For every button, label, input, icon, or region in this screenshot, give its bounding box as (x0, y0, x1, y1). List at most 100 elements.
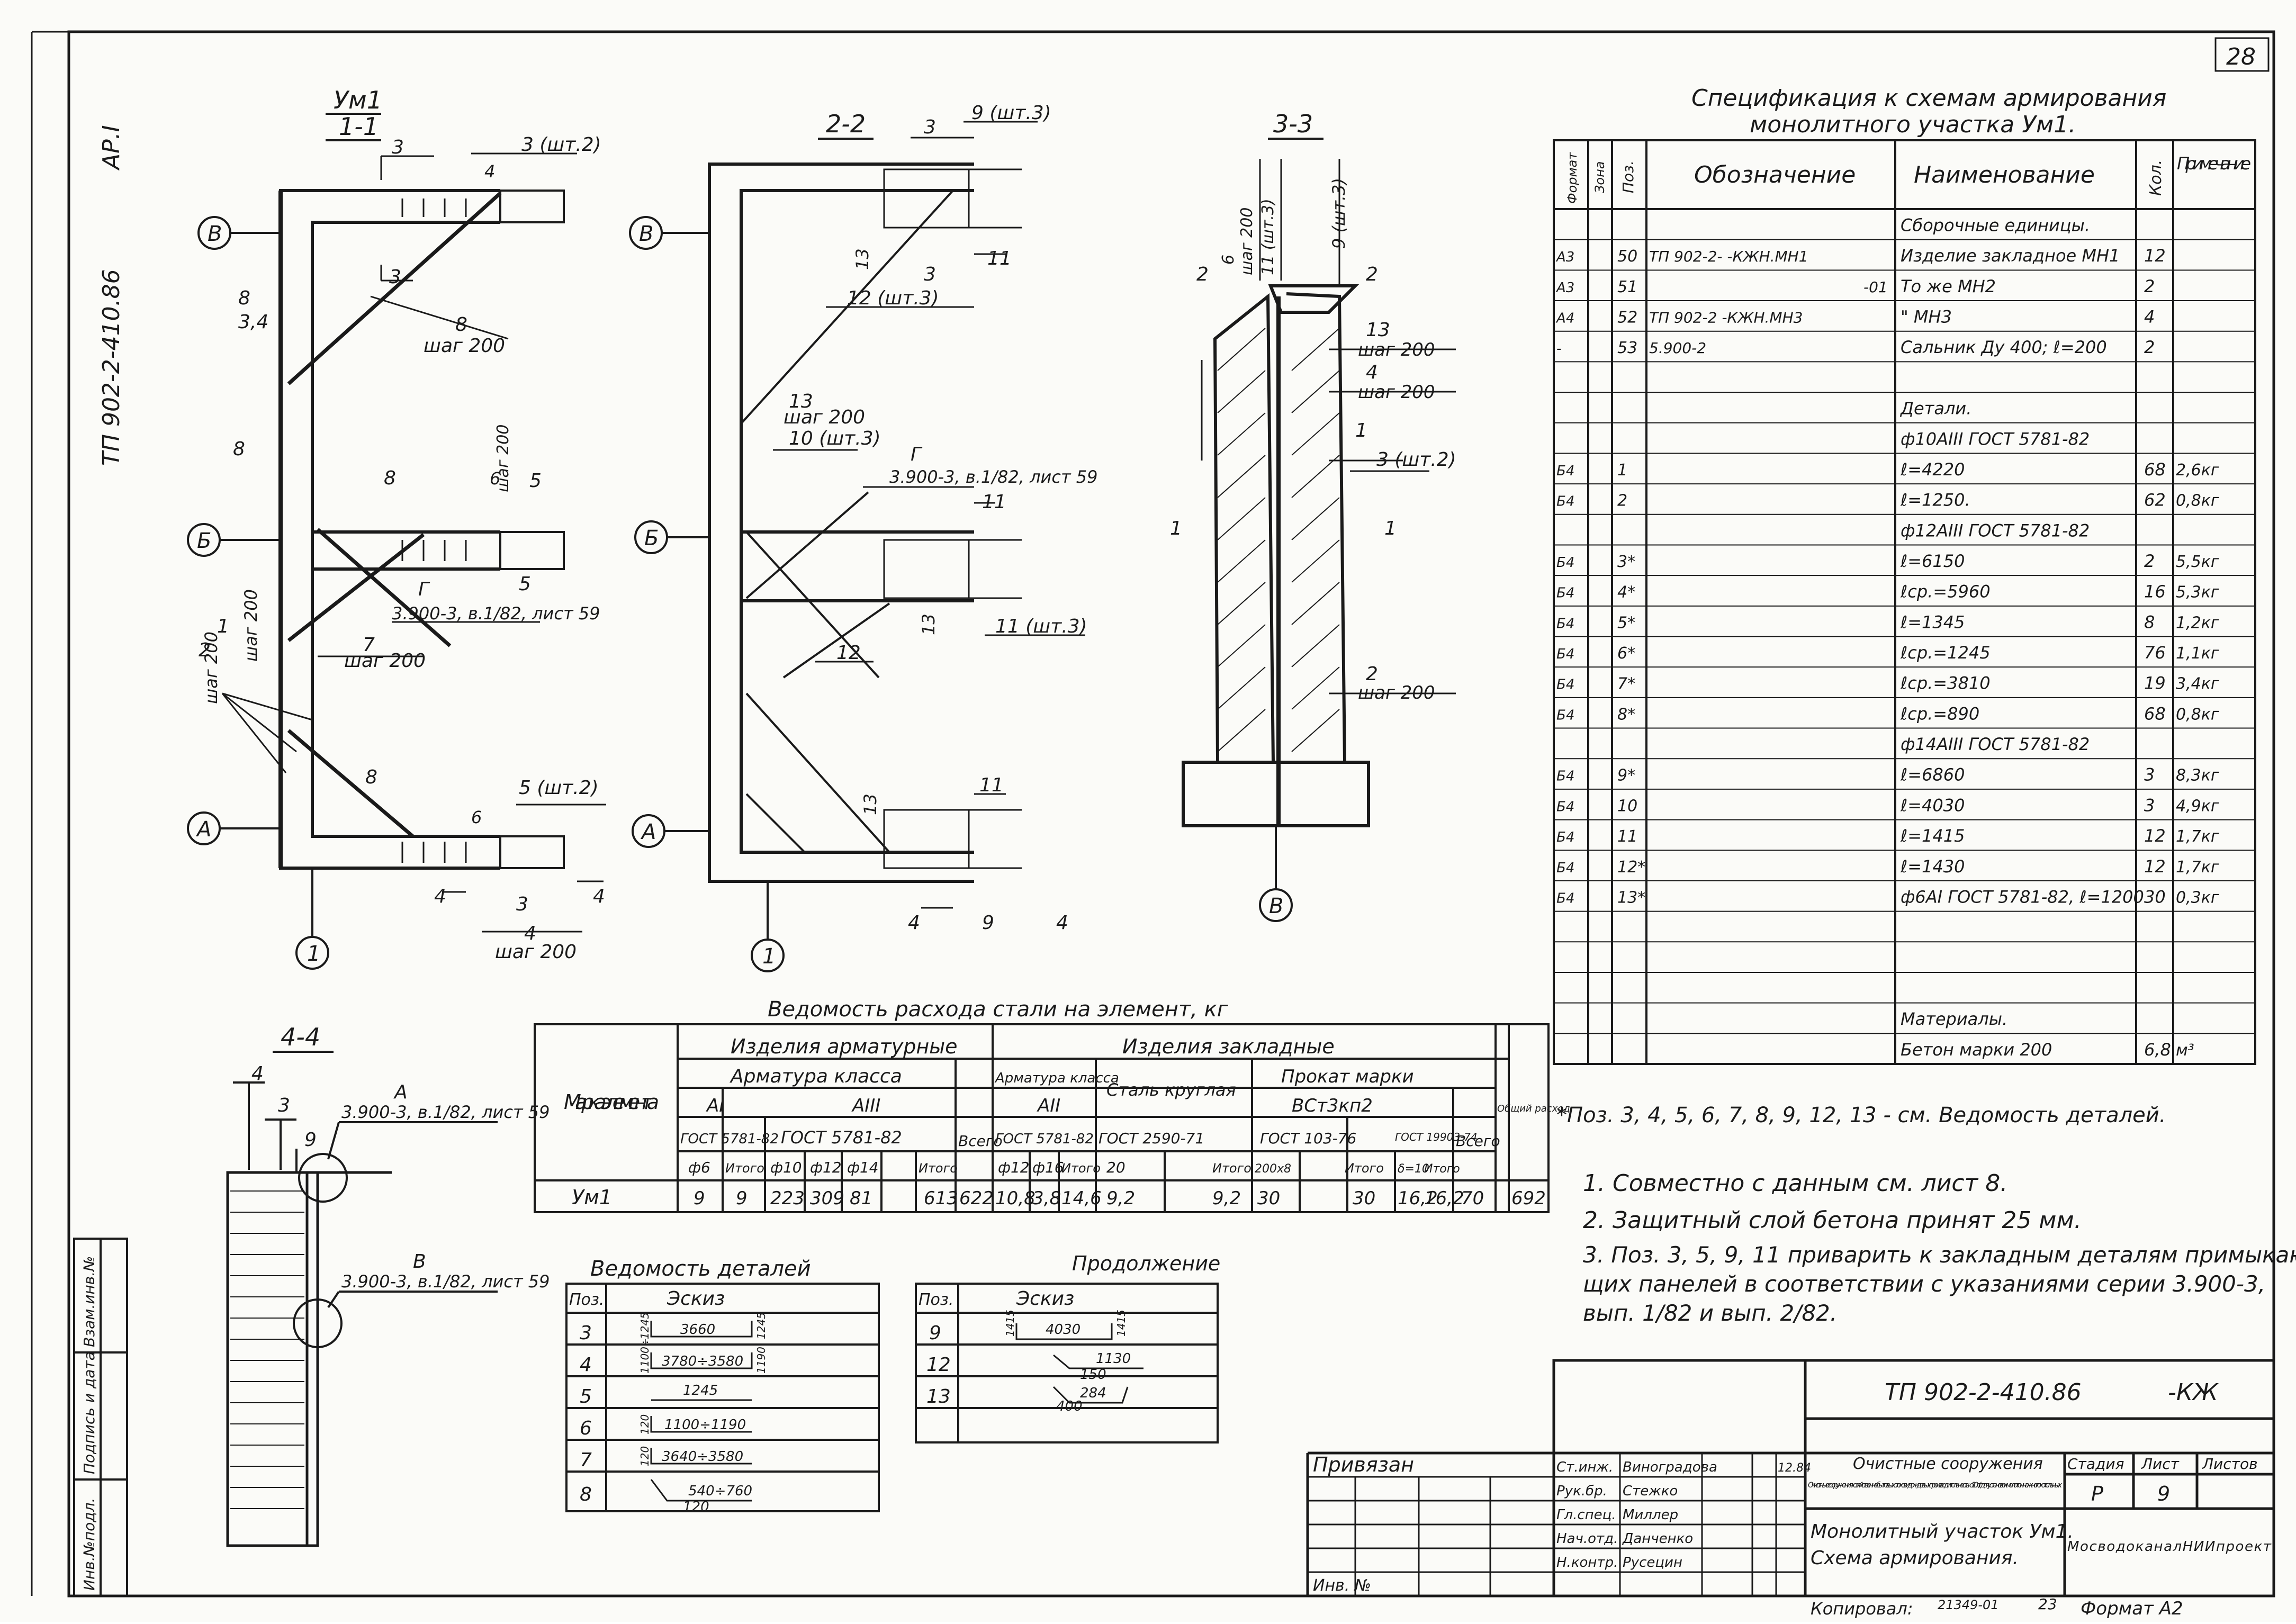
spec-h-fmt: Формат (1565, 152, 1580, 204)
s2-axis-a: А (640, 820, 656, 844)
spec-cell-name: Материалы. (1901, 1009, 2007, 1029)
s3-label-8: 4 (1366, 362, 1378, 383)
details-pos-4: 7 (580, 1449, 592, 1471)
spec-cell-qty: 62 (2144, 490, 2166, 510)
spec-cell-qty: 2 (2144, 337, 2155, 357)
section-1-1: Ум1 1-1 (187, 86, 606, 970)
s3-label-3: 11 (шт.3) (1259, 199, 1277, 275)
side-stamp (73, 1238, 128, 1597)
s2-label-15: 11 (979, 774, 1004, 796)
spec-cell-name: ℓ=6150 (1900, 551, 1965, 571)
details-h-sketch: Эскиз (667, 1288, 725, 1310)
s1-label-17: шаг 200 (201, 631, 221, 704)
details-dim-4-0: 3640÷3580 (662, 1449, 743, 1465)
spec-cell-pos: 9* (1617, 766, 1635, 785)
spec-cell-fmt: Б4 (1556, 829, 1574, 845)
steel-col-1: Итого (725, 1161, 764, 1176)
spec-cell-name: То же МН2 (1901, 276, 1996, 296)
margin-code: ТП 902-2-410.86 (98, 269, 125, 466)
axis-label-1: 1 (307, 942, 320, 966)
details-pos-1: 4 (580, 1354, 592, 1376)
s2-label-11: 11 (982, 491, 1006, 513)
s1-label-23: 5 (шт.2) (519, 777, 599, 799)
section-2-2: 2-2 В Б (629, 102, 1097, 972)
spec-cell-qty: 30 (2144, 887, 2166, 907)
cont-dim-1-1: 150 (1080, 1367, 1106, 1383)
tb-stage-h: Стадия (2067, 1455, 2124, 1473)
cont-pos-1: 12 (926, 1354, 951, 1376)
s1-label-15: 8 (384, 467, 396, 489)
spec-cell-note: 1,7кг (2176, 858, 2219, 877)
spec-cell-name: ℓ=4030 (1900, 795, 1965, 815)
tb-name-4: Русецин (1623, 1555, 1682, 1571)
spec-cell-qty: 8 (2144, 612, 2155, 632)
tb-role-1: Рук.бр. (1556, 1483, 1607, 1499)
spec-cell-fmt: А3 (1555, 280, 1574, 296)
details-dim-3-1: 120 (638, 1414, 651, 1434)
spec-cell-name: Сборочные единицы. (1901, 215, 2090, 236)
steel-cell-15: 16,2 (1398, 1188, 1438, 1209)
s2-label-12: 13 (919, 613, 939, 635)
spec-cell-pos: 5* (1617, 613, 1635, 632)
details-dim-5-1: 120 (683, 1499, 709, 1515)
spec-cell-fmt: - (1556, 341, 1561, 357)
tb-format: Формат А2 (2081, 1598, 2183, 1619)
steel-h-g5781b: ГОСТ 5781-82 (781, 1127, 902, 1148)
s1-label-16: 2 (199, 639, 211, 661)
spec-cell-note: 0,8кг (2176, 492, 2219, 510)
spec-cell-qty: 6,8 (2144, 1040, 2171, 1060)
steel-h-total: Всего (958, 1132, 1003, 1150)
steel-title: Ведомость расхода стали на элемент, кг (768, 997, 1229, 1022)
spec-cell-fmt: Б4 (1556, 463, 1574, 479)
steel-cell-7: 622 (959, 1188, 994, 1209)
s2-label-13: 11 (шт.3) (995, 616, 1087, 637)
tb-role-4: Н.контр. (1556, 1555, 1618, 1571)
steel-col-5: Итого (919, 1161, 958, 1176)
steel-h-g2590: ГОСТ 2590-71 (1099, 1130, 1204, 1147)
details-cont-table: Продолжение Поз. Эскиз 9 12 13 4030 1415… (915, 1252, 1220, 1443)
cont-h-pos: Поз. (919, 1291, 953, 1309)
s1-label-9: 5 (529, 470, 542, 492)
s3-label-12: 1 (1384, 518, 1397, 539)
tb-sheets-h: Листов (2202, 1455, 2258, 1473)
note-1: 2. Защитный слой бетона принят 25 мм. (1583, 1207, 2082, 1234)
steel-col-10: 20 (1106, 1159, 1126, 1176)
s3-label-0: 9 (шт.3) (1329, 178, 1349, 249)
spec-cell-note: 5,3кг (2176, 583, 2219, 602)
spec-cell-desig: -01 (1863, 278, 1888, 296)
tb-name-1: Стежко (1623, 1483, 1678, 1499)
spec-cell-name: ℓ=1430 (1900, 856, 1965, 877)
section-3-3-title: 3-3 (1273, 110, 1313, 138)
steel-cell-3: 223 (770, 1188, 805, 1209)
steel-col-15: Итого (1424, 1162, 1460, 1176)
steel-col-headers: ф6 Итого ф10 ф12 ф14 Итого ф12 ф16 Итого… (688, 1159, 1460, 1176)
section-4-4-title: 4-4 (281, 1023, 320, 1051)
s2-label-3: 3 (924, 264, 936, 285)
spec-cell-fmt: А3 (1555, 249, 1574, 265)
tb-privyazan: Привязан (1313, 1453, 1414, 1476)
steel-cell-5: 81 (850, 1188, 872, 1209)
steel-cell-2: 9 (736, 1188, 748, 1209)
spec-cell-name: ℓ=1345 (1900, 612, 1965, 632)
side-stamp-1: Инв.№подл. (80, 1498, 98, 1591)
tb-sheet-h: Лист (2141, 1455, 2180, 1473)
steel-cell-12: 9,2 (1212, 1188, 1241, 1209)
spec-cell-name: ℓср.=5960 (1900, 582, 1991, 602)
spec-cell-qty: 68 (2144, 703, 2166, 724)
s2-label-5: 12 (шт.3) (847, 287, 939, 309)
s4-label-5: В (413, 1251, 426, 1273)
spec-cell-qty: 4 (2144, 307, 2155, 327)
s4-label-6: 3.900-3, в.1/82, лист 59 (341, 1271, 550, 1292)
steel-cell-17: 70 (1461, 1188, 1484, 1209)
s3-label-2: шаг 200 (1238, 207, 1256, 275)
s1-label-24: 6 (471, 807, 482, 827)
spec-cell-pos: 13* (1617, 888, 1645, 907)
spec-cell-name: ℓ=1415 (1900, 826, 1965, 846)
s2-label-8: 10 (шт.3) (789, 428, 881, 449)
cont-pos-0: 9 (929, 1322, 941, 1344)
s1-label-20: 7 (363, 634, 375, 656)
spec-cell-pos: 8* (1617, 705, 1635, 724)
tb-code: ТП 902-2-410.86 (1885, 1379, 2082, 1406)
spec-cell-pos: 52 (1617, 309, 1637, 327)
